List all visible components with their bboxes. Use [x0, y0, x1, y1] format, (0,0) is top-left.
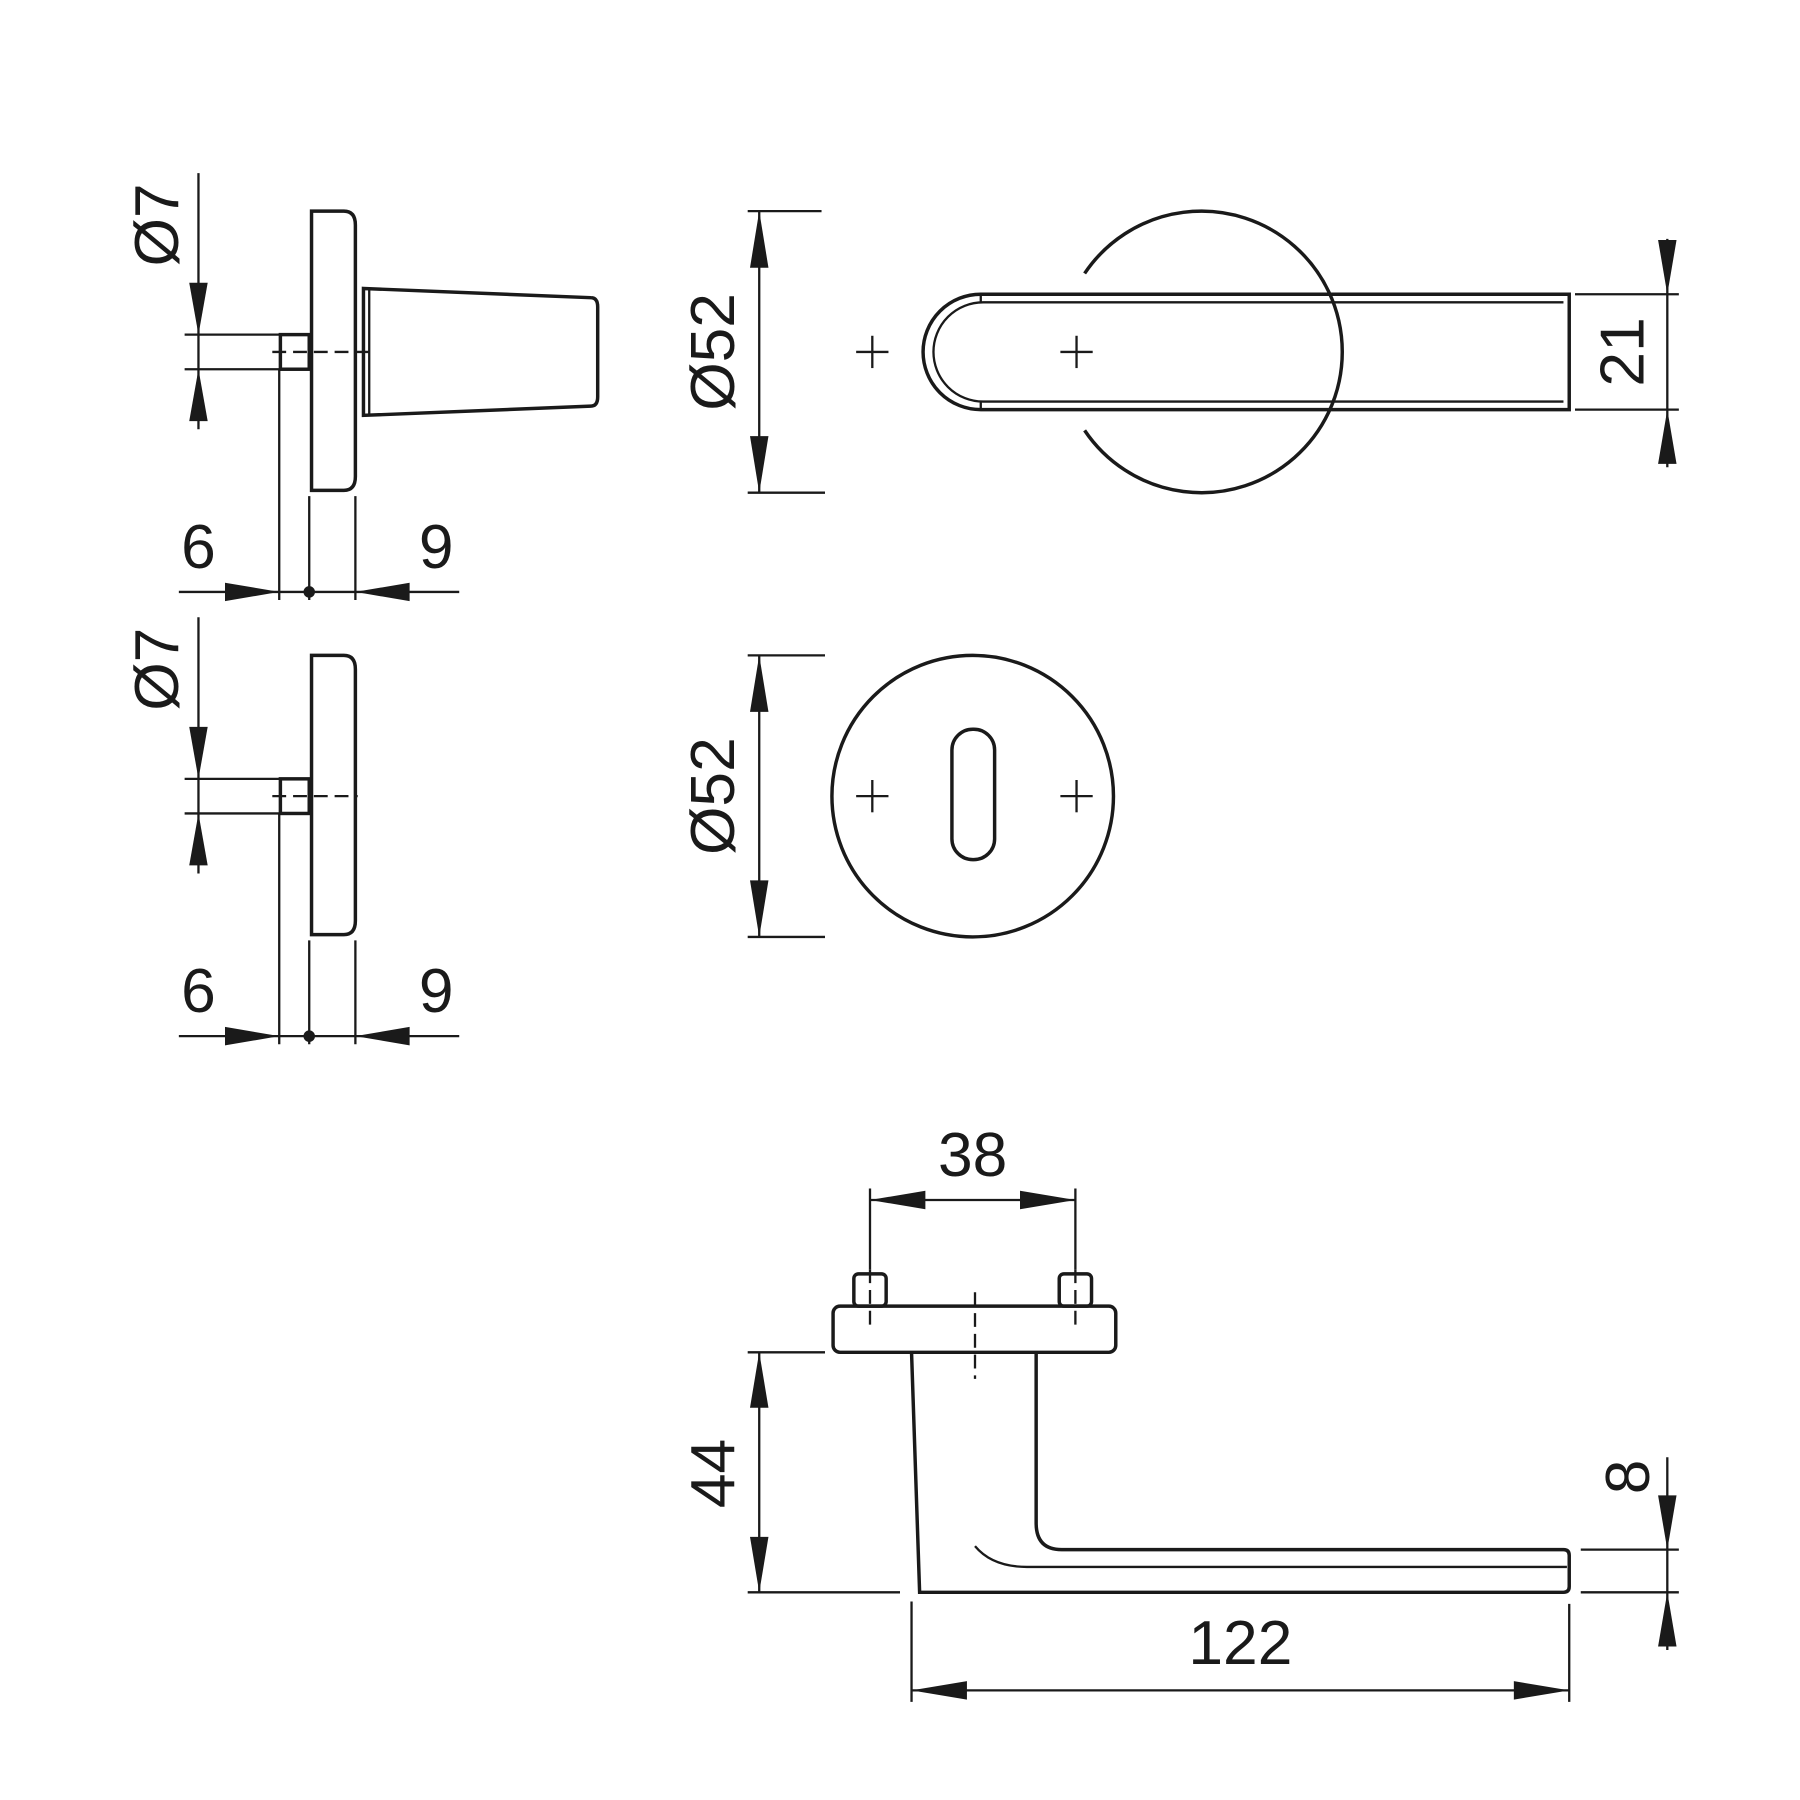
dim-offset-9: 9 — [419, 513, 454, 582]
dim-escutcheon-diameter: Ø52 — [679, 737, 748, 855]
dim-spindle-diameter: Ø7 — [123, 628, 192, 711]
screw-plus-icon — [1060, 335, 1093, 369]
rose-plate — [309, 209, 358, 493]
dim-projection: 44 — [679, 1439, 748, 1508]
escutcheon-circle — [830, 653, 1116, 939]
top-view-lever-profile: 38 44 8 122 — [679, 1121, 1679, 1702]
rose-circle — [1083, 209, 1344, 495]
dim-offset-6: 6 — [181, 957, 216, 1026]
keyhole-slot — [950, 727, 997, 862]
dim-spindle-diameter: Ø7 — [123, 183, 192, 266]
dim-lever-width: 21 — [1588, 317, 1657, 386]
arrow — [189, 282, 208, 335]
dim-lever-length: 122 — [1188, 1609, 1292, 1678]
side-view-escutcheon: Ø7 6 9 — [123, 617, 460, 1046]
screw-plus-icon — [856, 779, 889, 813]
lever-neck-side — [361, 286, 600, 418]
side-view-rose-lever: Ø7 6 9 — [123, 173, 600, 602]
dim-offset-6: 6 — [181, 513, 216, 582]
screw-plus-icon — [1060, 779, 1093, 813]
dim-screw-spacing: 38 — [938, 1121, 1007, 1190]
arrow — [189, 369, 208, 422]
screw-plus-icon — [856, 335, 889, 369]
lever-profile — [909, 1352, 1571, 1595]
dim-rose-diameter: Ø52 — [679, 293, 748, 411]
front-view-escutcheon: Ø52 — [679, 653, 1116, 939]
dim-offset-9: 9 — [419, 957, 454, 1026]
front-view-rose-lever: Ø52 21 — [679, 209, 1679, 495]
lever-front — [921, 292, 1571, 412]
dim-lever-thickness: 8 — [1594, 1460, 1663, 1495]
